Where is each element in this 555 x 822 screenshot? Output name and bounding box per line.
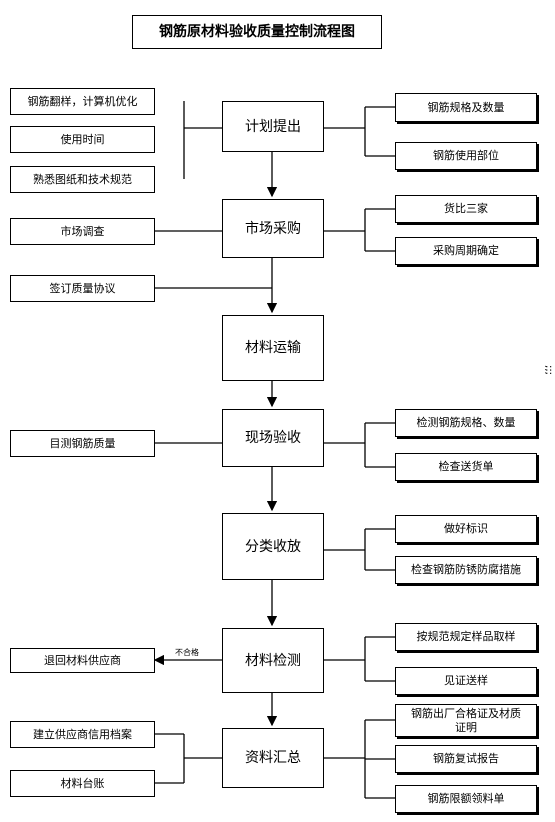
note-usage-part: 钢筋使用部位 bbox=[395, 142, 537, 170]
note-sample-rule: 按规范规定样品取样 bbox=[395, 623, 537, 651]
page-title: 钢筋原材料验收质量控制流程图 bbox=[132, 15, 382, 49]
note-usage-time: 使用时间 bbox=[10, 126, 155, 153]
note-quality-agreement: 签订质量协议 bbox=[10, 275, 155, 302]
note-rebar-sampling: 钢筋翻样，计算机优化 bbox=[10, 88, 155, 115]
note-spec-qty: 钢筋规格及数量 bbox=[395, 93, 537, 122]
step-test: 材料检测 bbox=[222, 628, 324, 693]
note-market-survey: 市场调查 bbox=[10, 218, 155, 245]
step-transport: 材料运输 bbox=[222, 315, 324, 381]
note-factory-cert: 钢筋出厂合格证及材质证明 bbox=[395, 704, 537, 737]
note-check-spec-qty: 检测钢筋规格、数量 bbox=[395, 409, 537, 437]
note-mark-well: 做好标识 bbox=[395, 515, 537, 543]
step-plan: 计划提出 bbox=[222, 101, 324, 152]
step-inspect: 现场验收 bbox=[222, 409, 324, 467]
note-compare-three: 货比三家 bbox=[395, 195, 537, 223]
note-limit-sheet: 钢筋限额领料单 bbox=[395, 785, 537, 813]
note-visual-quality: 目测钢筋质量 bbox=[10, 430, 155, 457]
note-supplier-credit: 建立供应商信用档案 bbox=[10, 721, 155, 748]
note-return-supplier: 退回材料供应商 bbox=[10, 648, 155, 673]
margin-mark: ;;; bbox=[543, 364, 555, 376]
fail-label: 不合格 bbox=[175, 648, 199, 657]
step-summary: 资料汇总 bbox=[222, 728, 324, 788]
note-retest-report: 钢筋复试报告 bbox=[395, 745, 537, 773]
note-rust-proof: 检查钢筋防锈防腐措施 bbox=[395, 556, 537, 584]
note-purchase-cycle: 采购周期确定 bbox=[395, 237, 537, 265]
note-drawings: 熟悉图纸和技术规范 bbox=[10, 166, 155, 193]
note-witness-sample: 见证送样 bbox=[395, 667, 537, 695]
note-material-ledger: 材料台账 bbox=[10, 770, 155, 797]
step-classify: 分类收放 bbox=[222, 513, 324, 580]
note-check-delivery: 检查送货单 bbox=[395, 453, 537, 481]
step-purchase: 市场采购 bbox=[222, 199, 324, 258]
